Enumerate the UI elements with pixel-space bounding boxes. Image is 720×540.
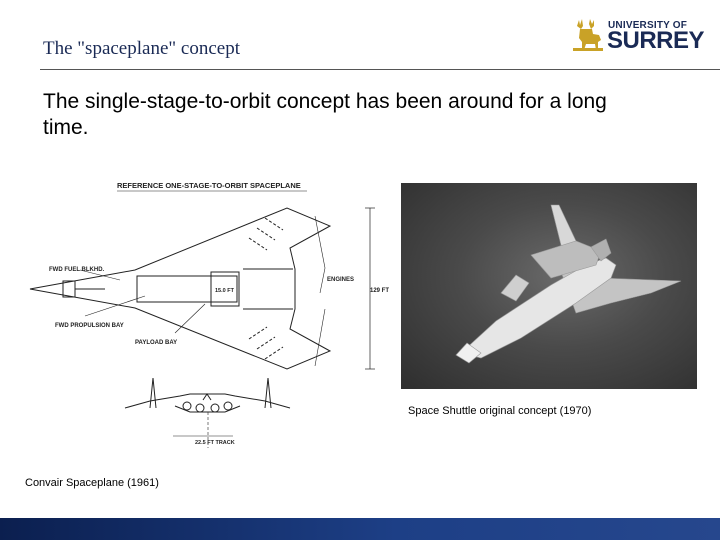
stag-crest-icon [573, 19, 603, 51]
label-engines: ENGINES [327, 277, 354, 283]
label-width: 15.0 FT [215, 288, 235, 294]
slide-title: The "spaceplane" concept [43, 38, 240, 59]
footer-bar [0, 518, 720, 540]
body-text: The single-stage-to-orbit concept has be… [43, 90, 607, 139]
label-propulsion-bay: FWD PROPULSION BAY [55, 323, 124, 329]
title-divider [40, 69, 720, 70]
plan-view [29, 207, 375, 370]
logo-text-university-of: UNIVERSITY OF [608, 20, 688, 31]
diagram-heading: REFERENCE ONE-STAGE-TO-ORBIT SPACEPLANE [117, 181, 301, 190]
shuttle-caption: Space Shuttle original concept (1970) [408, 405, 592, 417]
spaceplane-diagram: REFERENCE ONE-STAGE-TO-ORBIT SPACEPLANE … [29, 181, 389, 448]
logo-text-surrey: SURREY [607, 27, 705, 54]
label-track: 22.5 FT TRACK [195, 440, 235, 446]
shuttle-model-image [455, 204, 682, 364]
shuttle-concept-photo [401, 183, 697, 389]
front-view [124, 377, 291, 448]
spaceplane-caption: Convair Spaceplane (1961) [25, 477, 159, 489]
university-logo: UNIVERSITY OF SURREY [571, 18, 705, 56]
label-span: 129 FT [370, 288, 389, 294]
label-fwd-fuel: FWD FUEL BLKHD. [49, 267, 105, 273]
label-payload-bay: PAYLOAD BAY [135, 340, 177, 346]
